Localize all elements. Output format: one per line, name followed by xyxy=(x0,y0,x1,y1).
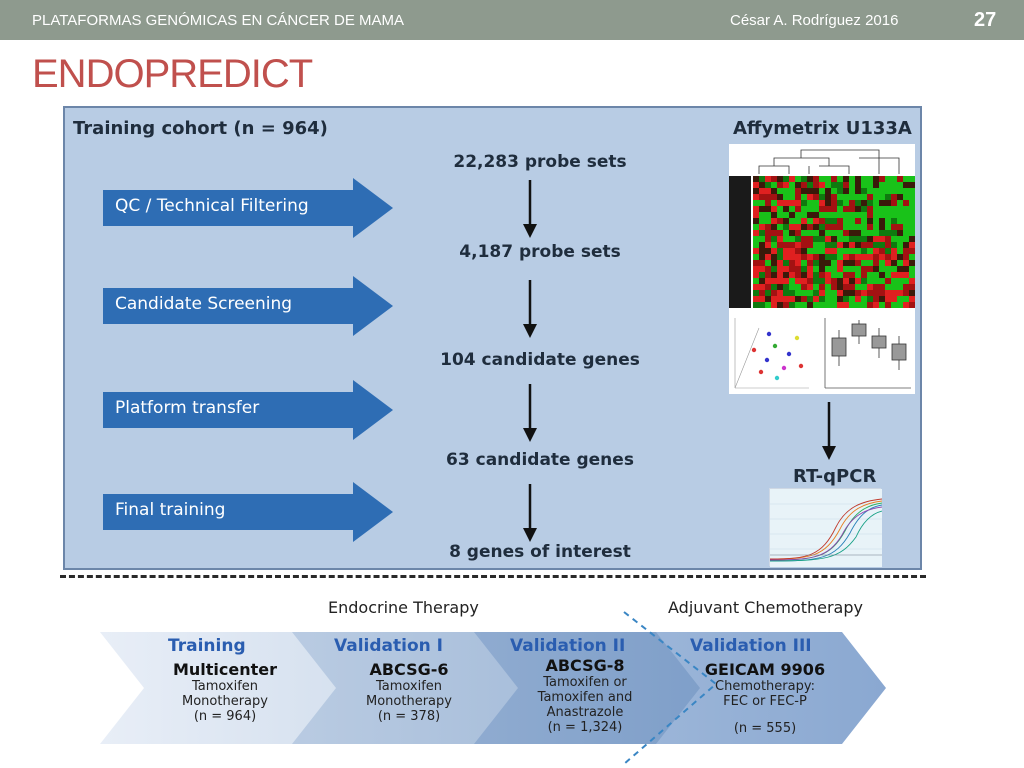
stage-genes-of-interest: 8 genes of interest xyxy=(449,542,631,562)
arrow-shape-icon xyxy=(103,276,393,336)
flow-step-main: GEICAM 9906 xyxy=(704,660,826,679)
flow-step-validation-2: Validation II ABCSG-8 Tamoxifen or Tamox… xyxy=(510,636,660,735)
step-label: Platform transfer xyxy=(115,398,260,418)
flow-step-sub: Tamoxifen and xyxy=(537,690,633,705)
flow-step-sub: Monotherapy xyxy=(366,694,452,709)
flow-step-head: Training xyxy=(168,636,246,656)
chevron-validation-3 xyxy=(656,632,886,744)
slide-title: ENDOPREDICT xyxy=(32,52,313,96)
chevron-validation-2 xyxy=(474,632,704,744)
step-label: Candidate Screening xyxy=(115,294,293,314)
stage-probe-sets-initial: 22,283 probe sets xyxy=(453,152,627,172)
flow-step-sub xyxy=(690,709,840,721)
qpcr-curves-graphic xyxy=(769,489,883,567)
panel-title: Training cohort (n = 964) xyxy=(73,118,328,139)
rtqpcr-title: RT-qPCR xyxy=(793,466,877,487)
step-arrow-platform: Platform transfer xyxy=(103,380,393,440)
flow-step-validation-3: Validation III GEICAM 9906 Chemotherapy:… xyxy=(690,636,840,736)
step-arrow-qc: QC / Technical Filtering xyxy=(103,178,393,238)
down-arrow-icon xyxy=(822,402,836,460)
phase-endocrine-label: Endocrine Therapy xyxy=(328,598,479,617)
flow-step-sub: (n = 964) xyxy=(193,709,257,724)
chevron-training xyxy=(100,632,340,744)
slide-number: 27 xyxy=(974,9,997,31)
flow-step-sub: Tamoxifen xyxy=(191,679,259,694)
step-label: Final training xyxy=(115,500,226,520)
arrow-shape-icon xyxy=(103,380,393,440)
step-arrow-screening: Candidate Screening xyxy=(103,276,393,336)
presentation-title: PLATAFORMAS GENÓMICAS EN CÁNCER DE MAMA xyxy=(32,12,404,29)
flow-step-head: Validation II xyxy=(510,636,626,656)
flow-step-sub: Chemotherapy: xyxy=(715,679,815,694)
chevron-validation-1 xyxy=(292,632,522,744)
training-cohort-panel: Training cohort (n = 964) Affymetrix U13… xyxy=(63,106,922,570)
down-arrow-icon xyxy=(523,484,537,542)
phase-chemo-label: Adjuvant Chemotherapy xyxy=(668,598,863,617)
section-divider xyxy=(60,575,926,578)
flow-step-sub: Tamoxifen xyxy=(375,679,443,694)
arrow-shape-icon xyxy=(103,178,393,238)
down-arrow-icon xyxy=(523,180,537,238)
flow-step-sub: (n = 555) xyxy=(733,721,797,736)
heatmap-graphic xyxy=(729,149,915,308)
flow-step-sub: Monotherapy xyxy=(182,694,268,709)
step-label: QC / Technical Filtering xyxy=(115,196,309,216)
arrow-shape-icon xyxy=(103,482,393,542)
slide-header-bar: PLATAFORMAS GENÓMICAS EN CÁNCER DE MAMA … xyxy=(0,0,1024,40)
flow-step-sub: (n = 1,324) xyxy=(547,720,623,735)
flow-step-sub: Tamoxifen or xyxy=(543,675,627,690)
flow-step-sub: (n = 378) xyxy=(377,709,441,724)
flow-step-main: Multicenter xyxy=(172,660,278,679)
flow-step-main: ABCSG-8 xyxy=(545,656,625,675)
heatmap-image xyxy=(729,144,915,308)
phase-divider-line xyxy=(623,611,718,765)
stage-candidate-genes-104: 104 candidate genes xyxy=(440,350,640,370)
pca-boxplot-graphic xyxy=(734,318,911,389)
stage-probe-sets-filtered: 4,187 probe sets xyxy=(459,242,621,262)
platform-title: Affymetrix U133A xyxy=(733,118,912,139)
author-year: César A. Rodríguez 2016 xyxy=(730,12,899,29)
stage-candidate-genes-63: 63 candidate genes xyxy=(446,450,634,470)
pca-boxplot-image xyxy=(729,308,915,394)
flow-step-head: Validation III xyxy=(690,636,812,656)
flow-step-training: Training Multicenter Tamoxifen Monothera… xyxy=(150,636,300,724)
down-arrow-icon xyxy=(523,384,537,442)
step-arrow-final: Final training xyxy=(103,482,393,542)
flow-step-head: Validation I xyxy=(334,636,443,656)
flow-step-sub: FEC or FEC-P xyxy=(723,694,807,709)
qpcr-curves-image xyxy=(769,488,883,567)
flow-step-sub: Anastrazole xyxy=(546,705,624,720)
flow-step-validation-1: Validation I ABCSG-6 Tamoxifen Monothera… xyxy=(334,636,484,724)
down-arrow-icon xyxy=(523,280,537,338)
flow-step-main: ABCSG-6 xyxy=(369,660,449,679)
